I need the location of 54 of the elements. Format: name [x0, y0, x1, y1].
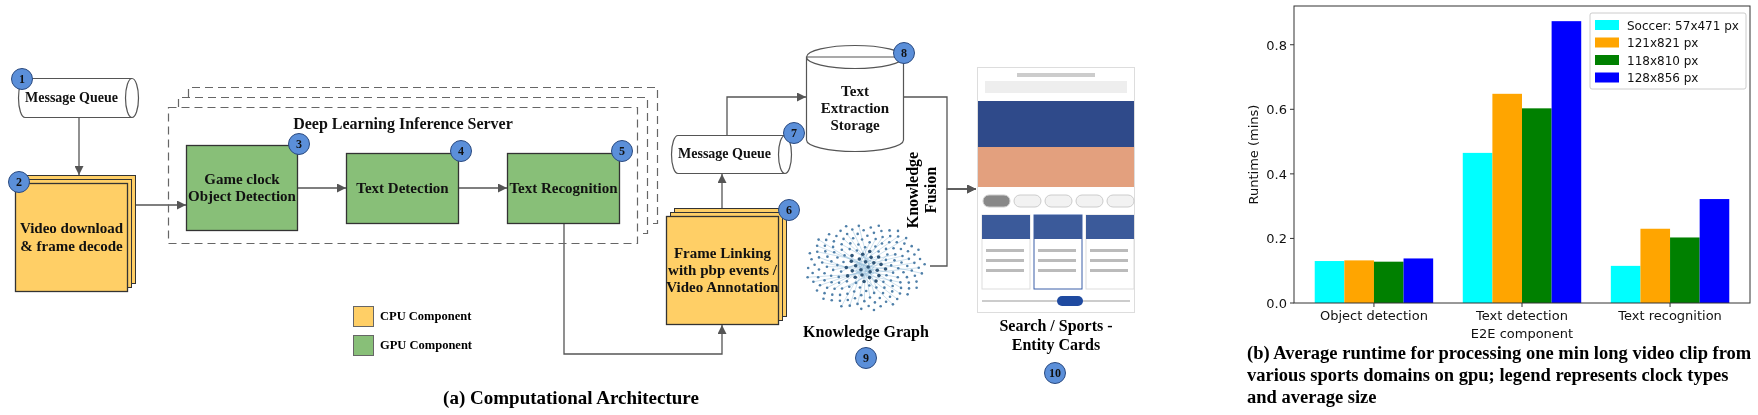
arrow	[726, 92, 807, 136]
step-number-badge: 1	[11, 68, 33, 90]
process-box	[346, 153, 459, 224]
node-label: Video download & frame decode	[18, 220, 125, 255]
legend-label: Soccer: 57x471 px	[1627, 18, 1739, 33]
step-number-badge: 8	[893, 42, 915, 64]
legend-label: 121x821 px	[1627, 36, 1699, 50]
figure-caption: (a) Computational Architecture	[442, 387, 700, 409]
node-label: Message Queue	[678, 146, 771, 163]
legend-label: CPU Component	[380, 309, 472, 324]
arrow	[929, 184, 977, 267]
step-number-badge: 10	[1044, 362, 1066, 384]
arrow	[74, 117, 84, 176]
axis-tick-label: Text recognition	[1618, 308, 1722, 323]
group-title: Deep Learning Inference Server	[293, 114, 513, 134]
step-number-badge: 7	[783, 122, 805, 144]
axis-tick-label: Object detection	[1320, 308, 1428, 323]
axis-tick-label: 0.6	[1266, 102, 1287, 118]
process-box	[186, 145, 298, 231]
step-number-badge: 6	[778, 199, 800, 221]
node-label: Text Detection	[356, 179, 449, 198]
process-box	[666, 208, 787, 325]
picture-caption: Knowledge Graph	[802, 322, 930, 342]
app-screenshot-picture	[977, 67, 1135, 313]
legend-label: 128x856 px	[1627, 71, 1699, 85]
arrow	[297, 183, 347, 193]
axis-tick-label: 0.4	[1266, 166, 1287, 182]
process-box	[15, 175, 136, 292]
step-number-badge: 9	[855, 347, 877, 369]
picture-caption: Search / Sports - Entity Cards	[998, 316, 1114, 355]
step-number-badge: 3	[288, 133, 310, 155]
step-number-badge: 4	[450, 140, 472, 162]
arrow	[563, 223, 727, 355]
arrow	[135, 200, 187, 210]
queue-cylinder	[671, 135, 792, 174]
process-box	[507, 153, 620, 224]
node-label: Text Extraction Storage	[819, 82, 891, 135]
axis-tick-label: 0.2	[1266, 231, 1287, 247]
step-number-badge: 2	[8, 171, 30, 193]
arrow	[717, 173, 727, 209]
axis-tick-label: 0.8	[1266, 37, 1287, 53]
axis-title: Runtime (mins)	[1246, 104, 1261, 205]
server-group	[168, 87, 658, 244]
axis-tick-label: 0.0	[1266, 296, 1287, 311]
axis-title: E2E component	[1470, 326, 1574, 341]
step-number-badge: 5	[611, 140, 633, 162]
node-label: Message Queue	[25, 89, 118, 107]
legend-label: GPU Component	[380, 338, 473, 353]
axis-tick-label: Text detection	[1476, 308, 1568, 323]
figure-caption: (b) Average runtime for processing one min long video clip from various sports domains on gpu; legend represents clock types and average size	[1247, 342, 1753, 408]
legend-label: 118x810 px	[1627, 53, 1699, 68]
node-label: Game clock Object Detection	[187, 170, 297, 206]
node-label: Text Recognition	[509, 179, 618, 198]
arrow	[458, 183, 508, 193]
